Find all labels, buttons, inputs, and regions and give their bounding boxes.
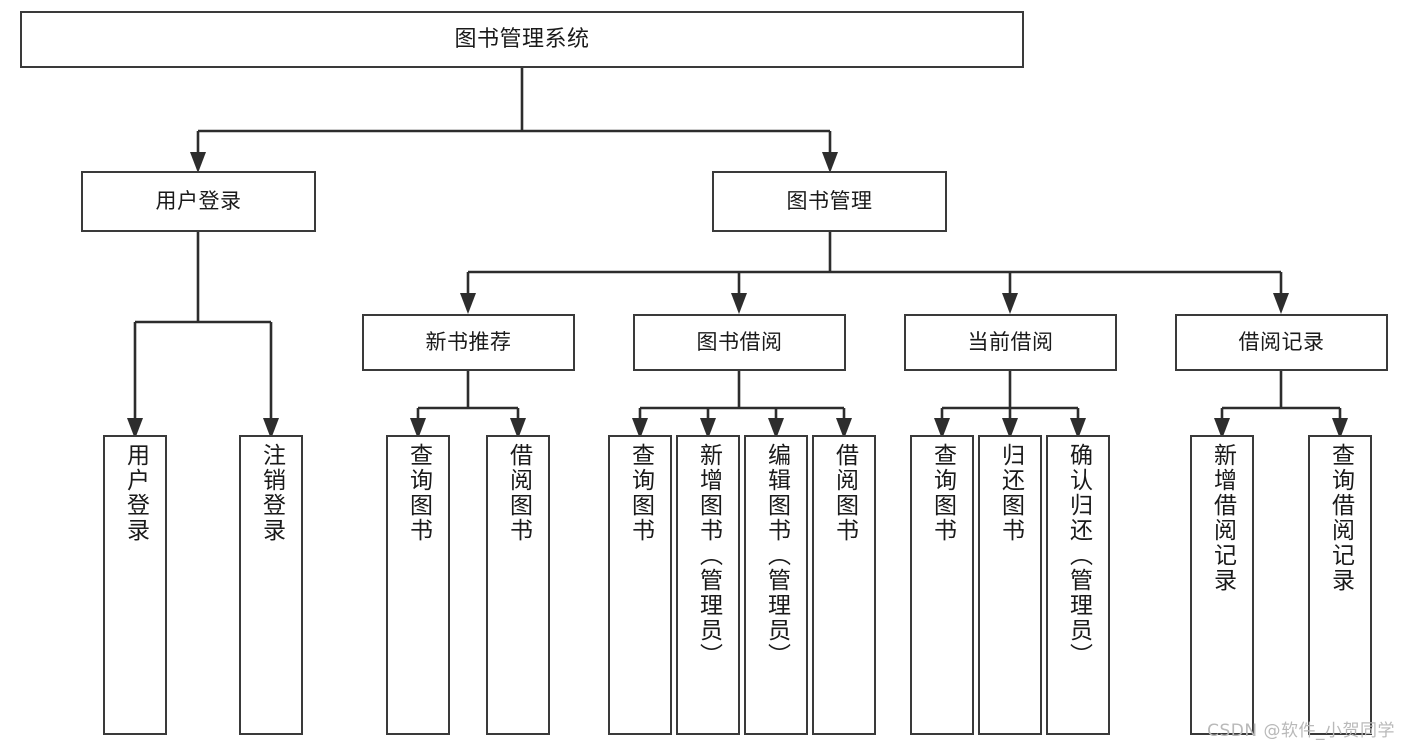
- node-leaf-return-book[interactable]: 归还图书: [978, 435, 1042, 735]
- node-current-borrow[interactable]: 当前借阅: [904, 314, 1117, 371]
- node-leaf-confirm-return-admin[interactable]: 确认归还（管理员）: [1046, 435, 1110, 735]
- node-leaf-user-login[interactable]: 用户登录: [103, 435, 167, 735]
- node-leaf-edit-book-admin-label: 编辑图书（管理员）: [763, 443, 790, 668]
- node-book-borrow-label: 图书借阅: [696, 330, 783, 355]
- node-leaf-user-login-label: 用户登录: [122, 443, 149, 543]
- node-leaf-add-borrow-record[interactable]: 新增借阅记录: [1190, 435, 1254, 735]
- node-new-book-recommend[interactable]: 新书推荐: [362, 314, 575, 371]
- node-current-borrow-label: 当前借阅: [967, 330, 1054, 355]
- node-user-login-label: 用户登录: [155, 189, 242, 214]
- node-leaf-borrow-book-2[interactable]: 借阅图书: [812, 435, 876, 735]
- node-book-manage-label: 图书管理: [786, 189, 873, 214]
- node-borrow-record-label: 借阅记录: [1238, 330, 1325, 355]
- node-leaf-confirm-return-admin-label: 确认归还（管理员）: [1065, 443, 1092, 668]
- node-leaf-add-book-admin[interactable]: 新增图书（管理员）: [676, 435, 740, 735]
- node-new-book-recommend-label: 新书推荐: [425, 330, 512, 355]
- node-leaf-logout-login[interactable]: 注销登录: [239, 435, 303, 735]
- node-leaf-add-borrow-record-label: 新增借阅记录: [1209, 443, 1236, 593]
- node-leaf-query-book-1-label: 查询图书: [405, 443, 432, 543]
- node-borrow-record[interactable]: 借阅记录: [1175, 314, 1388, 371]
- node-leaf-query-book-2[interactable]: 查询图书: [608, 435, 672, 735]
- node-book-manage[interactable]: 图书管理: [712, 171, 947, 232]
- node-root-label: 图书管理系统: [454, 26, 590, 52]
- node-leaf-query-book-1[interactable]: 查询图书: [386, 435, 450, 735]
- csdn-watermark: CSDN @软件_小贺同学: [1207, 721, 1395, 741]
- node-leaf-borrow-book-1-label: 借阅图书: [505, 443, 532, 543]
- node-root[interactable]: 图书管理系统: [20, 11, 1024, 68]
- node-leaf-query-borrow-record[interactable]: 查询借阅记录: [1308, 435, 1372, 735]
- node-leaf-edit-book-admin[interactable]: 编辑图书（管理员）: [744, 435, 808, 735]
- node-leaf-query-book-2-label: 查询图书: [627, 443, 654, 543]
- node-leaf-query-book-3-label: 查询图书: [929, 443, 956, 543]
- node-leaf-borrow-book-2-label: 借阅图书: [831, 443, 858, 543]
- node-leaf-logout-login-label: 注销登录: [258, 443, 285, 543]
- node-leaf-query-book-3[interactable]: 查询图书: [910, 435, 974, 735]
- node-user-login[interactable]: 用户登录: [81, 171, 316, 232]
- node-leaf-return-book-label: 归还图书: [997, 443, 1024, 543]
- node-leaf-borrow-book-1[interactable]: 借阅图书: [486, 435, 550, 735]
- node-leaf-query-borrow-record-label: 查询借阅记录: [1327, 443, 1354, 593]
- node-book-borrow[interactable]: 图书借阅: [633, 314, 846, 371]
- node-leaf-add-book-admin-label: 新增图书（管理员）: [695, 443, 722, 668]
